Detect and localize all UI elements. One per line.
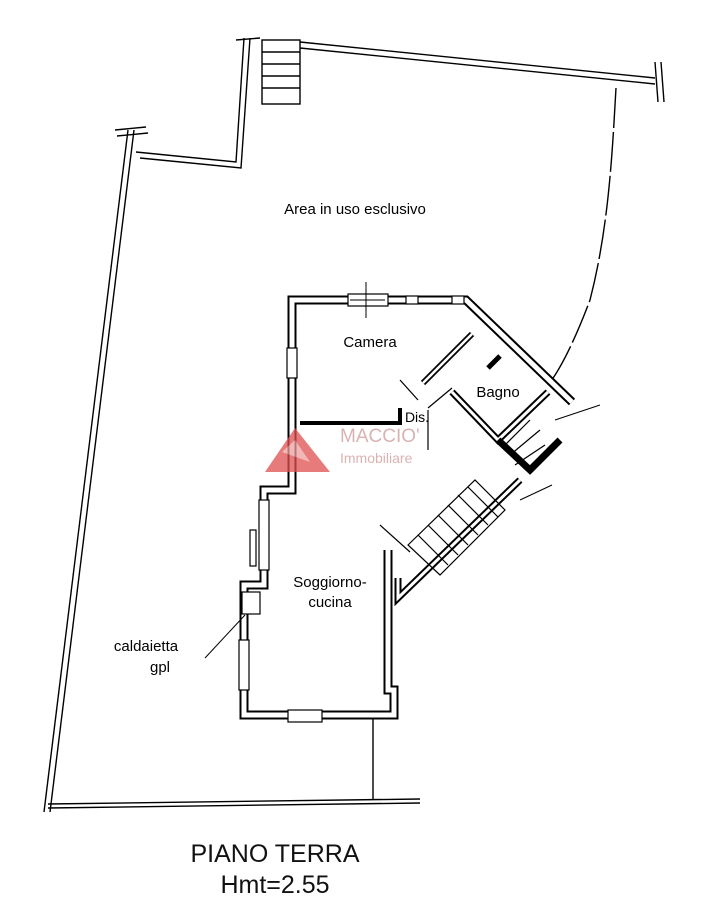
annotation-gpl: gpl xyxy=(149,659,171,676)
room-label-dis: Dis. xyxy=(404,409,430,425)
house-walls xyxy=(204,282,601,723)
site-boundary xyxy=(43,37,665,813)
watermark-sub: Immobiliare xyxy=(340,450,413,466)
room-label-soggiorno: Soggiorno- xyxy=(293,574,367,591)
annotation-caldaietta: caldaietta xyxy=(113,638,179,655)
watermark-brand: MACCIO' xyxy=(340,426,420,447)
room-label-camera: Camera xyxy=(343,334,397,351)
room-label-cucina: cucina xyxy=(308,594,352,611)
area-label: Area in uso esclusivo xyxy=(284,201,426,218)
room-label-bagno: Bagno xyxy=(476,384,520,401)
height-label: Hmt=2.55 xyxy=(220,871,330,899)
plan-title: PIANO TERRA xyxy=(190,840,360,868)
watermark-logo-icon xyxy=(265,428,330,472)
